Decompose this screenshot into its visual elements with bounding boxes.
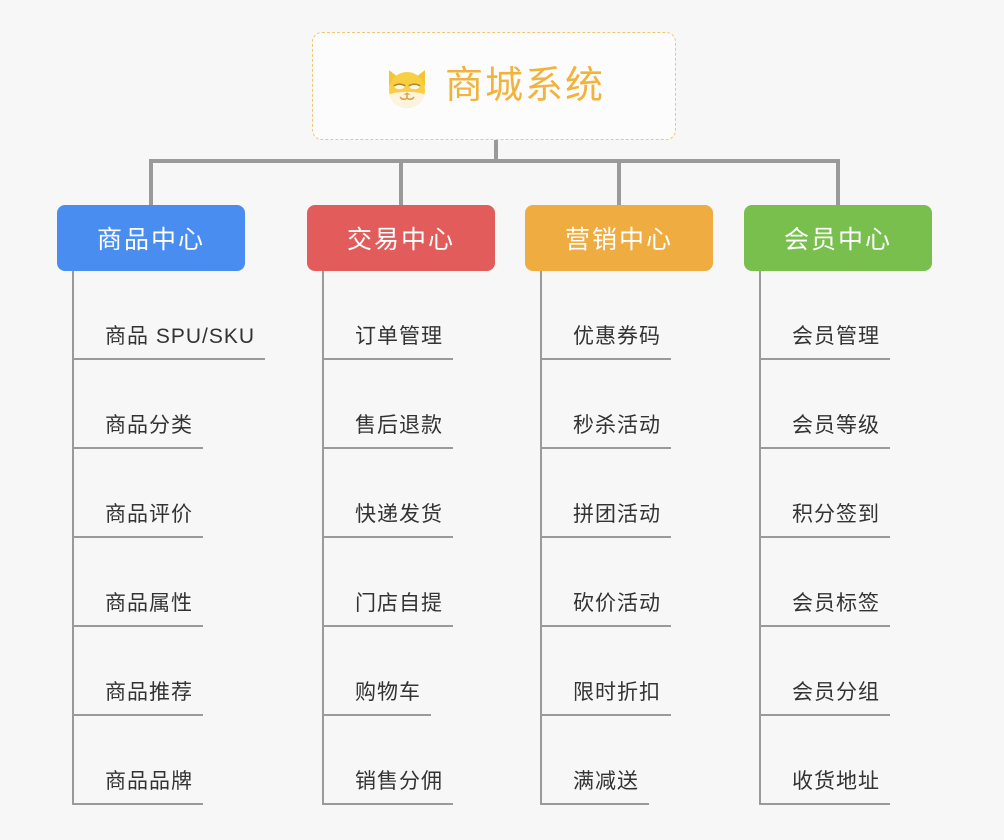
item-label: 商品 SPU/SKU bbox=[74, 322, 266, 360]
item-label: 会员等级 bbox=[761, 411, 890, 449]
item-label: 秒杀活动 bbox=[542, 411, 671, 449]
branch-items-2: 订单管理 售后退款 快递发货 门店自提 购物车 销售分佣 bbox=[322, 271, 495, 805]
root-title: 商城系统 bbox=[444, 65, 605, 107]
list-item[interactable]: 会员管理 bbox=[761, 271, 932, 360]
item-label: 商品评价 bbox=[74, 500, 203, 538]
branch-items-4: 会员管理 会员等级 积分签到 会员标签 会员分组 收货地址 bbox=[759, 271, 932, 805]
list-item[interactable]: 限时折扣 bbox=[542, 627, 713, 716]
list-item[interactable]: 积分签到 bbox=[761, 449, 932, 538]
list-item[interactable]: 优惠券码 bbox=[542, 271, 713, 360]
list-item[interactable]: 门店自提 bbox=[324, 538, 495, 627]
list-item[interactable]: 会员等级 bbox=[761, 360, 932, 449]
connector-drop-4 bbox=[836, 159, 840, 205]
branch-header-label-4: 会员中心 bbox=[783, 226, 892, 254]
branch-header-label-2: 交易中心 bbox=[346, 226, 455, 254]
item-label: 售后退款 bbox=[324, 411, 453, 449]
list-item[interactable]: 售后退款 bbox=[324, 360, 495, 449]
list-item[interactable]: 会员分组 bbox=[761, 627, 932, 716]
list-item[interactable]: 快递发货 bbox=[324, 449, 495, 538]
item-label: 门店自提 bbox=[324, 589, 453, 627]
branch-items-3: 优惠券码 秒杀活动 拼团活动 砍价活动 限时折扣 满减送 bbox=[540, 271, 713, 805]
item-label: 商品品牌 bbox=[74, 767, 203, 805]
list-item[interactable]: 商品分类 bbox=[74, 360, 245, 449]
connector-horizontal-bus bbox=[149, 159, 840, 163]
item-label: 会员分组 bbox=[761, 678, 890, 716]
list-item[interactable]: 商品评价 bbox=[74, 449, 245, 538]
branch-header-label-3: 营销中心 bbox=[564, 226, 673, 254]
branch-column-2: 交易中心 订单管理 售后退款 快递发货 门店自提 购物车 销售分佣 bbox=[307, 205, 495, 805]
branch-column-4: 会员中心 会员管理 会员等级 积分签到 会员标签 会员分组 收货地址 bbox=[744, 205, 932, 805]
item-label: 积分签到 bbox=[761, 500, 890, 538]
connector-drop-1 bbox=[149, 159, 153, 205]
root-node[interactable]: 商城系统 bbox=[312, 32, 676, 140]
branch-header-3[interactable]: 营销中心 bbox=[525, 205, 713, 271]
connector-root-stem bbox=[494, 140, 498, 163]
list-item[interactable]: 会员标签 bbox=[761, 538, 932, 627]
list-item[interactable]: 订单管理 bbox=[324, 271, 495, 360]
item-label: 快递发货 bbox=[324, 500, 453, 538]
list-item[interactable]: 砍价活动 bbox=[542, 538, 713, 627]
list-item[interactable]: 商品品牌 bbox=[74, 716, 245, 805]
branch-header-2[interactable]: 交易中心 bbox=[307, 205, 495, 271]
item-label: 订单管理 bbox=[324, 322, 453, 360]
list-item[interactable]: 秒杀活动 bbox=[542, 360, 713, 449]
branch-header-1[interactable]: 商品中心 bbox=[57, 205, 245, 271]
item-label: 购物车 bbox=[324, 678, 431, 716]
list-item[interactable]: 商品属性 bbox=[74, 538, 245, 627]
branch-header-label-1: 商品中心 bbox=[96, 226, 205, 254]
branch-column-3: 营销中心 优惠券码 秒杀活动 拼团活动 砍价活动 限时折扣 满减送 bbox=[525, 205, 713, 805]
item-label: 商品推荐 bbox=[74, 678, 203, 716]
list-item[interactable]: 商品推荐 bbox=[74, 627, 245, 716]
item-label: 收货地址 bbox=[761, 767, 890, 805]
list-item[interactable]: 满减送 bbox=[542, 716, 713, 805]
branch-column-1: 商品中心 商品 SPU/SKU 商品分类 商品评价 商品属性 商品推荐 商品品牌 bbox=[57, 205, 266, 805]
connector-drop-2 bbox=[399, 159, 403, 205]
item-label: 优惠券码 bbox=[542, 322, 671, 360]
list-item[interactable]: 购物车 bbox=[324, 627, 495, 716]
list-item[interactable]: 拼团活动 bbox=[542, 449, 713, 538]
connector-drop-3 bbox=[617, 159, 621, 205]
dog-face-icon bbox=[383, 64, 431, 112]
item-label: 会员管理 bbox=[761, 322, 890, 360]
item-label: 砍价活动 bbox=[542, 589, 671, 627]
branch-items-1: 商品 SPU/SKU 商品分类 商品评价 商品属性 商品推荐 商品品牌 bbox=[72, 271, 266, 805]
list-item[interactable]: 销售分佣 bbox=[324, 716, 495, 805]
list-item[interactable]: 商品 SPU/SKU bbox=[74, 271, 266, 360]
item-label: 销售分佣 bbox=[324, 767, 453, 805]
item-label: 限时折扣 bbox=[542, 678, 671, 716]
item-label: 会员标签 bbox=[761, 589, 890, 627]
list-item[interactable]: 收货地址 bbox=[761, 716, 932, 805]
item-label: 商品分类 bbox=[74, 411, 203, 449]
item-label: 商品属性 bbox=[74, 589, 203, 627]
item-label: 拼团活动 bbox=[542, 500, 671, 538]
item-label: 满减送 bbox=[542, 767, 649, 805]
branch-header-4[interactable]: 会员中心 bbox=[744, 205, 932, 271]
